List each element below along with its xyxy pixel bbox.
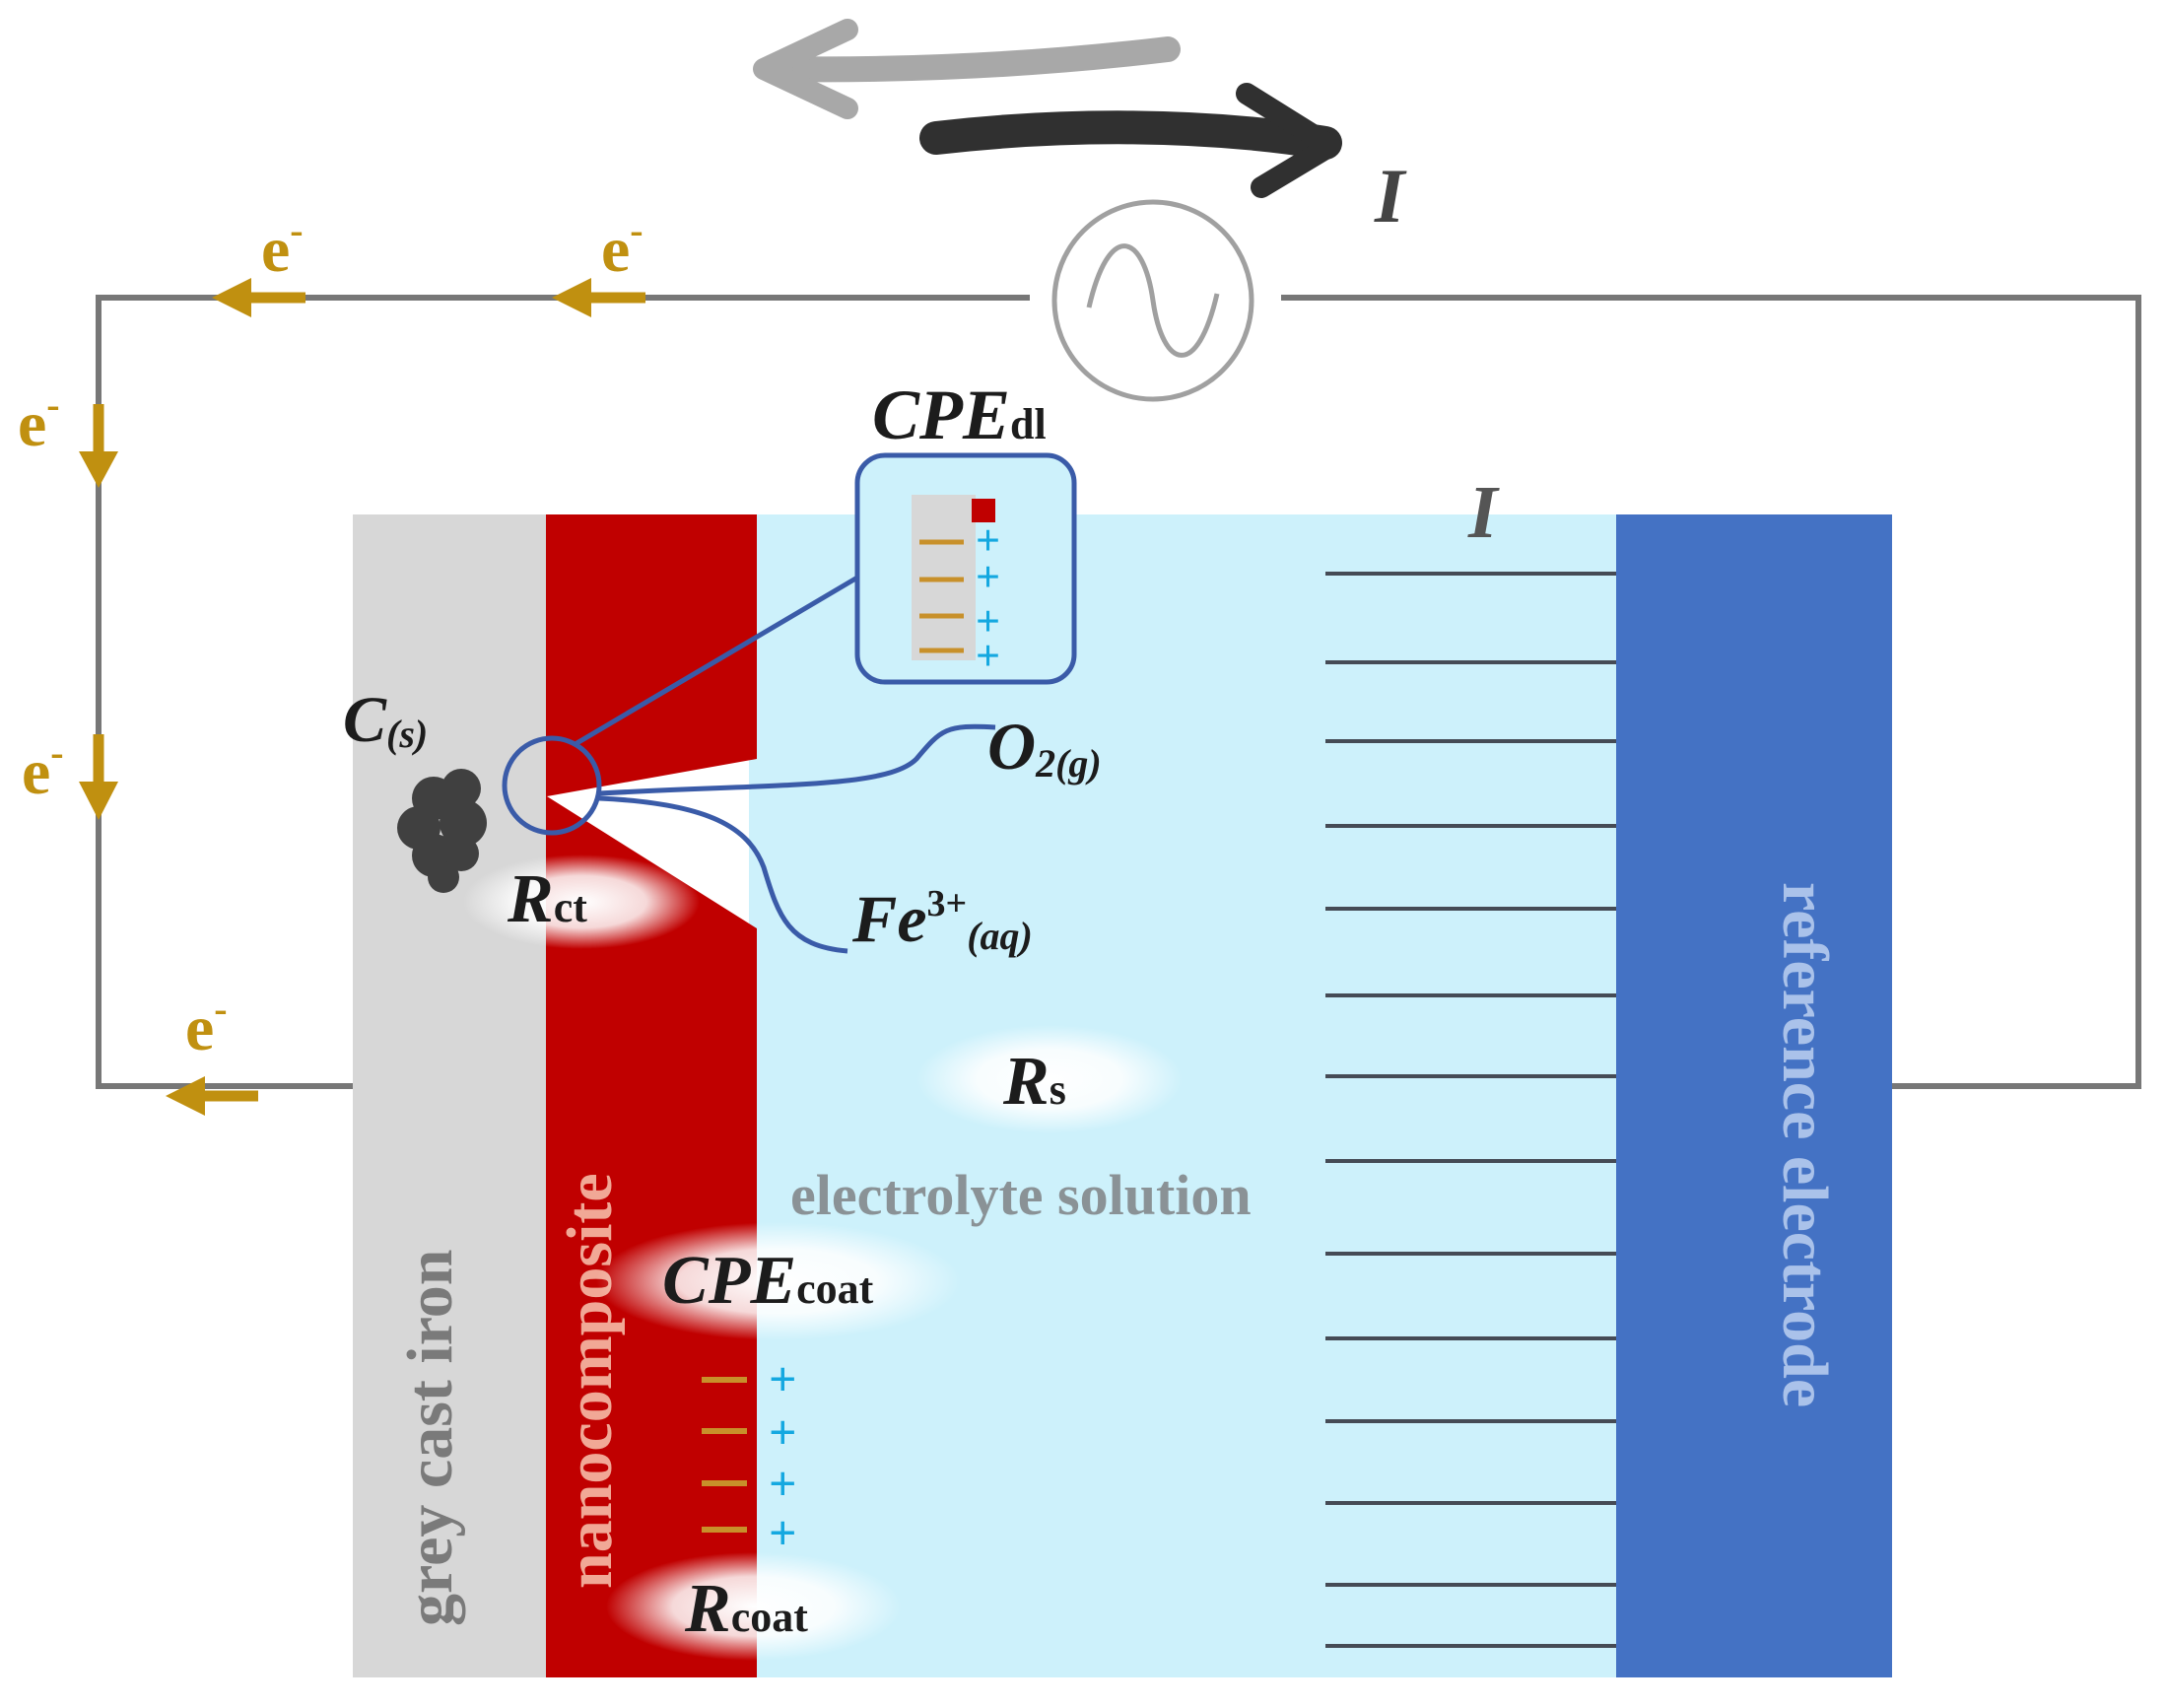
coat-plus-3: + <box>769 1456 797 1511</box>
inset-plus-4: + <box>976 632 1000 680</box>
forward-arrow-dark-icon <box>919 110 1342 160</box>
iron-ion-label: Fe3+(aq) <box>851 881 1033 958</box>
rct-label: Rct <box>507 861 587 937</box>
svg-text:e-: e- <box>185 987 228 1064</box>
electron-flow: e- e- e- e- e- <box>18 208 645 1116</box>
cpe-coat-label: CPEcoat <box>662 1243 874 1319</box>
current-label-solution: I <box>1467 471 1500 554</box>
alternating-current-arrows <box>753 19 1342 198</box>
cpe-dl-inset: + + + + <box>854 452 1077 685</box>
rcoat-glow <box>606 1552 902 1661</box>
oxygen-label: O2(g) <box>987 709 1102 786</box>
sine-wave-icon <box>1086 243 1220 358</box>
electron-arrow-top-2: e- <box>552 208 645 317</box>
electron-arrow-top-1: e- <box>212 208 305 317</box>
callout-line-to-iron <box>598 795 848 954</box>
inset-plus-2: + <box>976 553 1000 601</box>
svg-text:e-: e- <box>601 208 644 286</box>
rs-label: Rs <box>1002 1044 1066 1120</box>
back-arrow-light-head-icon <box>753 19 858 119</box>
svg-text:e-: e- <box>22 730 64 808</box>
cpe-dl-label: CPEdl <box>872 376 1047 454</box>
back-arrow-light-icon <box>766 36 1181 83</box>
defect-circle <box>502 735 602 836</box>
inset-plus-1: + <box>976 516 1000 565</box>
callout-line-to-oxygen <box>598 723 996 796</box>
electrolyte-band <box>749 514 1636 1677</box>
svg-text:e-: e- <box>261 208 304 286</box>
carbon-label: C(s) <box>343 684 428 756</box>
nanocomposite-label: nanocomposite <box>554 1173 626 1589</box>
electron-arrow-down-icon <box>79 782 118 820</box>
grey-cast-iron-label: grey cast iron <box>394 1250 466 1627</box>
coat-plus-4: + <box>769 1505 797 1560</box>
coat-plus-2: + <box>769 1404 797 1460</box>
cpecoat-glow <box>596 1222 961 1340</box>
electron-arrow-left-icon <box>166 1076 205 1116</box>
callout-line-to-cpedl <box>572 575 859 748</box>
carbon-cluster-icon <box>397 769 487 893</box>
electrolyte-solution-label: electrolyte solution <box>790 1163 1252 1227</box>
electron-arrow-left-1: e- <box>18 382 118 488</box>
rct-glow <box>463 854 700 949</box>
solution-current-lines <box>1325 572 1616 1648</box>
svg-text:e-: e- <box>18 382 60 460</box>
electron-arrow-left-2: e- <box>22 730 118 820</box>
electron-arrow-bottom: e- <box>166 987 258 1116</box>
electron-arrow-left-icon <box>552 278 591 317</box>
reference-electrode-label: reference electrode <box>1769 882 1841 1407</box>
wire-right <box>1281 295 2141 1089</box>
electron-arrow-down-icon <box>79 451 118 488</box>
rcoat-label: Rcoat <box>684 1571 808 1647</box>
forward-arrow-dark-head-icon <box>1236 83 1341 198</box>
electron-arrow-left-icon <box>212 278 251 317</box>
current-label-top: I <box>1374 153 1407 239</box>
grey-cast-iron-band <box>353 514 546 1677</box>
cpe-dl-inset-coating <box>972 499 995 522</box>
reference-electrode-band <box>1616 514 1892 1677</box>
coat-plus-1: + <box>769 1351 797 1406</box>
ac-source <box>1051 199 1254 402</box>
nanocomposite-band <box>546 514 757 1677</box>
rs-glow <box>916 1025 1183 1133</box>
inset-plus-3: + <box>976 597 1000 646</box>
coating-charges: + + + + <box>702 1351 797 1560</box>
